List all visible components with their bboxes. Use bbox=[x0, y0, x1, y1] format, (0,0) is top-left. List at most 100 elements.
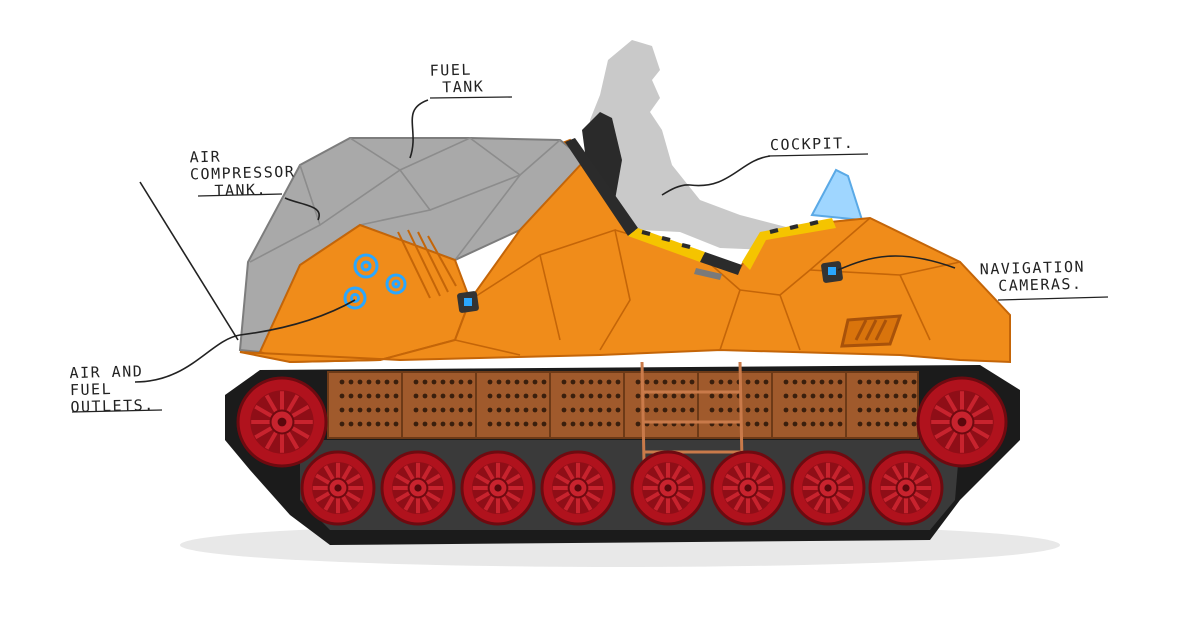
crate-vent-hole bbox=[718, 393, 724, 399]
crate-vent-hole bbox=[783, 393, 789, 399]
road-wheel bbox=[790, 450, 866, 526]
crate-vent-hole bbox=[671, 407, 677, 413]
crate-vent-hole bbox=[588, 379, 594, 385]
crate-vent-hole bbox=[597, 407, 603, 413]
crate-vent-hole bbox=[366, 379, 372, 385]
crate-vent-hole bbox=[819, 421, 825, 427]
crate-vent-hole bbox=[458, 393, 464, 399]
hazard-dashes bbox=[641, 220, 819, 249]
crate-vent-hole bbox=[884, 407, 890, 413]
road-wheel bbox=[380, 450, 456, 526]
driver-silhouette bbox=[588, 40, 790, 250]
door-handle bbox=[694, 268, 722, 280]
crate-vent-hole bbox=[440, 393, 446, 399]
crate-vent-hole bbox=[727, 407, 733, 413]
crate-vent-hole bbox=[653, 407, 659, 413]
crate-vent-hole bbox=[783, 407, 789, 413]
crate-vent-hole bbox=[727, 393, 733, 399]
crate-vent-hole bbox=[837, 407, 843, 413]
crate-vent-hole bbox=[532, 393, 538, 399]
crate-vent-hole bbox=[902, 393, 908, 399]
crate-vent-hole bbox=[680, 407, 686, 413]
crate-vent-hole bbox=[561, 379, 567, 385]
crate-vent-hole bbox=[467, 393, 473, 399]
crate-vent-hole bbox=[615, 379, 621, 385]
crate-vent-hole bbox=[579, 421, 585, 427]
crate-vent-hole bbox=[523, 421, 529, 427]
crate-vent-hole bbox=[440, 379, 446, 385]
crate-vent-hole bbox=[893, 421, 899, 427]
road-wheels bbox=[236, 376, 1008, 526]
crate-vent-hole bbox=[339, 407, 345, 413]
crate-vent-hole bbox=[644, 379, 650, 385]
crate-vent-hole bbox=[884, 393, 890, 399]
crate-vent-hole bbox=[570, 407, 576, 413]
crate-vent-hole bbox=[588, 421, 594, 427]
crate-vent-hole bbox=[467, 421, 473, 427]
leader-outlets bbox=[134, 299, 356, 383]
crate-vent-hole bbox=[375, 393, 381, 399]
crate-vent-hole bbox=[597, 393, 603, 399]
crate-vent-hole bbox=[866, 407, 872, 413]
crate-vent-hole bbox=[458, 379, 464, 385]
crate-vent-hole bbox=[810, 407, 816, 413]
crate-vent-hole bbox=[339, 393, 345, 399]
crate-vent-hole bbox=[505, 393, 511, 399]
crate-vent-hole bbox=[635, 393, 641, 399]
crate-vent-hole bbox=[514, 393, 520, 399]
air-fuel-outlets bbox=[343, 253, 407, 310]
canopy-facets bbox=[249, 137, 561, 263]
crate-vent-hole bbox=[339, 421, 345, 427]
crate-vent-hole bbox=[357, 393, 363, 399]
crate-vent-hole bbox=[505, 407, 511, 413]
crate-vent-hole bbox=[588, 407, 594, 413]
crate-vent-hole bbox=[911, 379, 917, 385]
crate-vent-hole bbox=[422, 407, 428, 413]
crate-vent-hole bbox=[792, 379, 798, 385]
crate-vent-hole bbox=[615, 393, 621, 399]
crate-vent-hole bbox=[644, 393, 650, 399]
crate-vent-hole bbox=[662, 379, 668, 385]
crate-vent-hole bbox=[413, 407, 419, 413]
crate-vent-hole bbox=[541, 407, 547, 413]
road-wheel bbox=[460, 450, 536, 526]
crate-vent-hole bbox=[422, 393, 428, 399]
crate-vent-hole bbox=[523, 393, 529, 399]
road-wheel bbox=[300, 450, 376, 526]
crate-vent-hole bbox=[754, 379, 760, 385]
crate-vent-hole bbox=[393, 393, 399, 399]
crate-vent-hole bbox=[689, 393, 695, 399]
crate-vent-hole bbox=[754, 407, 760, 413]
crate-vent-hole bbox=[597, 421, 603, 427]
crate-vent-hole bbox=[440, 421, 446, 427]
leader-air-compressor bbox=[284, 197, 320, 221]
crate-vent-hole bbox=[393, 421, 399, 427]
label-air-fuel-outlets: AIR AND FUEL OUTLETS. bbox=[69, 362, 155, 417]
crate-vent-hole bbox=[902, 421, 908, 427]
crate-vent-hole bbox=[561, 393, 567, 399]
crate-vent-hole bbox=[718, 407, 724, 413]
road-wheel bbox=[630, 450, 706, 526]
crate-vent-hole bbox=[514, 379, 520, 385]
crate-vent-hole bbox=[727, 379, 733, 385]
crate-vent-hole bbox=[709, 379, 715, 385]
outlet-3 bbox=[343, 286, 367, 310]
track-inner bbox=[300, 440, 960, 530]
crate-vent-hole bbox=[366, 421, 372, 427]
crate-vent-hole bbox=[801, 379, 807, 385]
crate-vent-hole bbox=[357, 421, 363, 427]
crate-vent-hole bbox=[810, 379, 816, 385]
crate-vent-hole bbox=[458, 421, 464, 427]
crate-vent-hole bbox=[763, 379, 769, 385]
crate-vent-hole bbox=[857, 393, 863, 399]
crate-vent-hole bbox=[837, 393, 843, 399]
road-wheel bbox=[710, 450, 786, 526]
crate-vent-hole bbox=[422, 421, 428, 427]
label-cockpit: COCKPIT. bbox=[769, 133, 855, 155]
crate-vent-hole bbox=[339, 379, 345, 385]
crate-vent-hole bbox=[375, 379, 381, 385]
crate-vent-hole bbox=[570, 421, 576, 427]
crate-vent-hole bbox=[792, 407, 798, 413]
crate-vent-hole bbox=[514, 407, 520, 413]
